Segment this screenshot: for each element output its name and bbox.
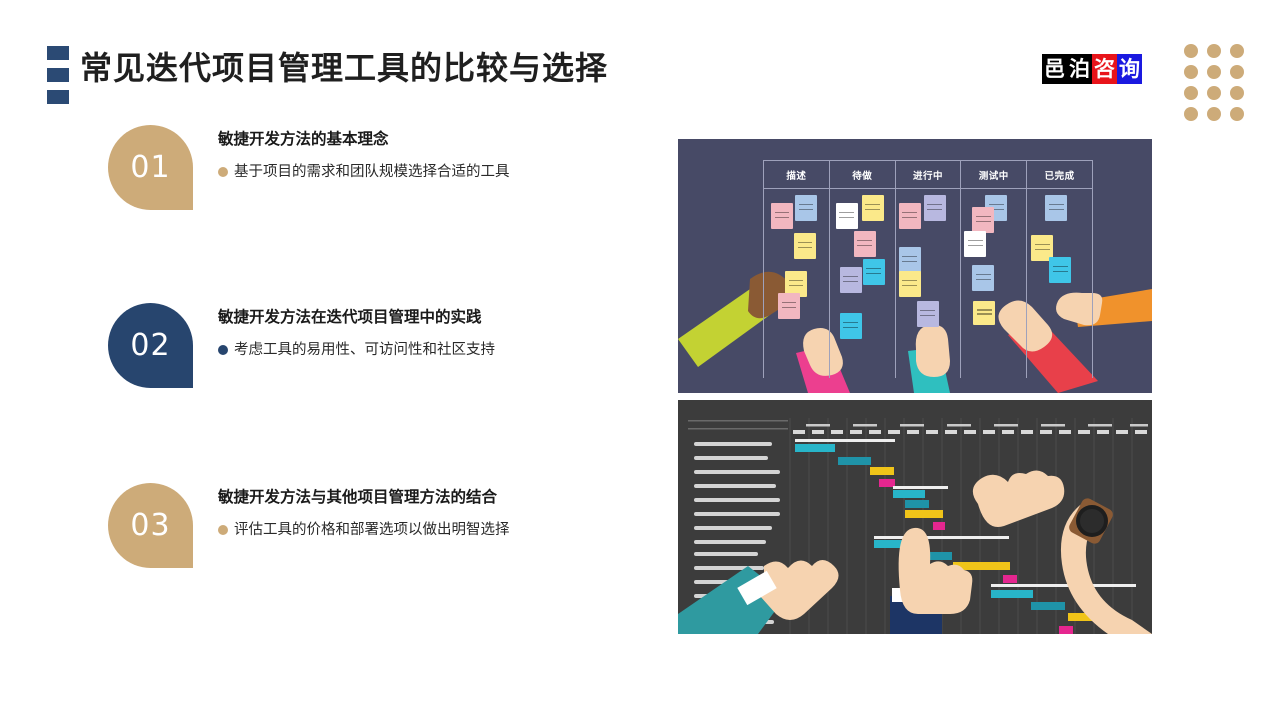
brand-char-4: 询: [1117, 54, 1142, 84]
sticky-note: [1045, 195, 1068, 221]
sticky-note: [972, 207, 995, 233]
grid-dot: [1207, 44, 1221, 58]
sticky-note: [839, 313, 862, 339]
item-number-badge: 03: [108, 483, 193, 568]
item-subtitle: 评估工具的价格和部署选项以做出明智选择: [234, 522, 510, 538]
grid-dot: [1207, 86, 1221, 100]
sticky-note: [861, 195, 884, 221]
brand-char-1: 邑: [1042, 54, 1067, 84]
item-number-badge: 01: [108, 125, 193, 210]
item-title: 敏捷开发方法在迭代项目管理中的实践: [218, 309, 482, 326]
bullet-dot-icon: [218, 525, 228, 535]
kanban-column-header: 进行中: [895, 161, 961, 189]
sticky-note: [853, 231, 876, 257]
item-subtitle-row: 评估工具的价格和部署选项以做出明智选择: [218, 521, 648, 539]
sticky-note: [785, 271, 807, 297]
item-text-block: 敏捷开发方法的基本理念 基于项目的需求和团队规模选择合适的工具: [218, 129, 648, 181]
kanban-column-done: 已完成: [1027, 161, 1092, 378]
dot-grid-decoration: [1184, 44, 1244, 121]
sticky-note: [972, 265, 995, 291]
list-item: 02 敏捷开发方法在迭代项目管理中的实践 考虑工具的易用性、可访问性和社区支持: [108, 303, 648, 398]
sticky-note: [898, 271, 921, 297]
kanban-column-header: 待做: [829, 161, 895, 189]
list-item: 01 敏捷开发方法的基本理念 基于项目的需求和团队规模选择合适的工具: [108, 125, 648, 220]
sticky-note: [964, 231, 987, 257]
gantt-graphic: [678, 418, 1152, 634]
sticky-note: [916, 301, 939, 327]
item-text-block: 敏捷开发方法在迭代项目管理中的实践 考虑工具的易用性、可访问性和社区支持: [218, 307, 648, 359]
brand-char-2: 泊: [1067, 54, 1092, 84]
kanban-arms: [678, 271, 1152, 393]
item-subtitle: 考虑工具的易用性、可访问性和社区支持: [234, 342, 495, 358]
brand-char-3: 咨: [1092, 54, 1117, 84]
sticky-note: [1031, 235, 1054, 261]
sticky-note: [839, 267, 862, 293]
sticky-note: [771, 203, 793, 229]
item-number-badge: 02: [108, 303, 193, 388]
accent-square-1: [47, 46, 69, 60]
kanban-columns: 描述 待做 进行中 测试中: [763, 160, 1093, 378]
title-accent-marks: [47, 46, 69, 104]
sticky-note: [795, 195, 817, 221]
brand-logo: 邑 泊 咨 询: [1042, 54, 1142, 84]
sticky-note: [1049, 257, 1072, 283]
grid-dot: [1230, 86, 1244, 100]
bullet-list: 01 敏捷开发方法的基本理念 基于项目的需求和团队规模选择合适的工具 02 敏捷…: [0, 120, 660, 620]
accent-square-2: [47, 68, 69, 82]
grid-dot: [1207, 107, 1221, 121]
sticky-note: [973, 301, 996, 325]
accent-square-3: [47, 90, 69, 104]
grid-dot: [1207, 65, 1221, 79]
grid-dot: [1184, 44, 1198, 58]
kanban-column-header: 已完成: [1027, 161, 1092, 189]
sticky-note: [862, 259, 885, 285]
bullet-dot-icon: [218, 167, 228, 177]
grid-dot: [1230, 44, 1244, 58]
item-title: 敏捷开发方法与其他项目管理方法的结合: [218, 489, 498, 506]
kanban-column-testing: 测试中: [961, 161, 1028, 378]
item-text-block: 敏捷开发方法与其他项目管理方法的结合 评估工具的价格和部署选项以做出明智选择: [218, 487, 648, 539]
sticky-note: [898, 203, 921, 229]
grid-dot: [1184, 107, 1198, 121]
grid-dot: [1184, 86, 1198, 100]
item-subtitle: 基于项目的需求和团队规模选择合适的工具: [234, 164, 510, 180]
kanban-column-todo: 待做: [829, 161, 896, 378]
kanban-column-header: 测试中: [961, 161, 1027, 189]
sticky-note: [835, 203, 858, 229]
kanban-board-image: 描述 待做 进行中 测试中: [678, 139, 1152, 393]
grid-dot: [1184, 65, 1198, 79]
sticky-note: [923, 195, 946, 221]
slide-header: 常见迭代项目管理工具的比较与选择 邑 泊 咨 询: [0, 0, 1280, 121]
page-title: 常见迭代项目管理工具的比较与选择: [80, 50, 609, 86]
kanban-column-inprogress: 进行中: [895, 161, 962, 378]
item-subtitle-row: 基于项目的需求和团队规模选择合适的工具: [218, 163, 648, 181]
gantt-chart-image: [678, 400, 1152, 634]
item-subtitle-row: 考虑工具的易用性、可访问性和社区支持: [218, 341, 648, 359]
sticky-note: [794, 233, 816, 259]
kanban-column-describe: 描述: [764, 161, 830, 378]
bullet-dot-icon: [218, 345, 228, 355]
sticky-note: [778, 293, 800, 319]
kanban-column-header: 描述: [764, 161, 829, 189]
sticky-note: [898, 247, 921, 273]
item-title: 敏捷开发方法的基本理念: [218, 131, 389, 148]
grid-dot: [1230, 65, 1244, 79]
list-item: 03 敏捷开发方法与其他项目管理方法的结合 评估工具的价格和部署选项以做出明智选…: [108, 483, 648, 578]
grid-dot: [1230, 107, 1244, 121]
